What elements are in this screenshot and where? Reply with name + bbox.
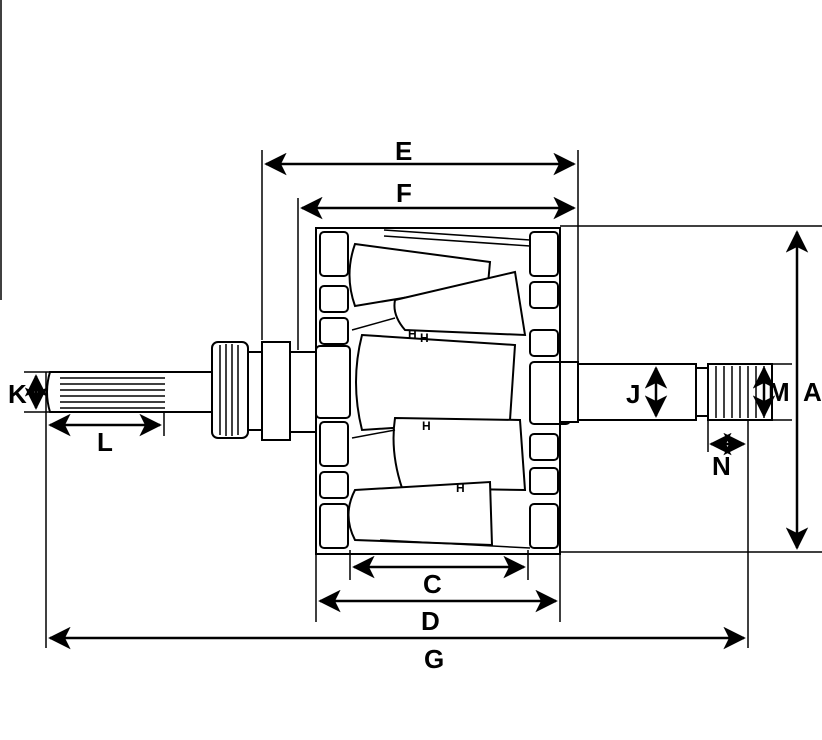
label-d: D: [421, 606, 440, 636]
extension-lines: [24, 150, 822, 648]
claw-finger: [347, 480, 494, 547]
slip-ring-assembly: [211, 341, 317, 441]
rotor-body: H H H H: [315, 227, 571, 555]
label-e: E: [395, 136, 412, 166]
label-m: M: [768, 377, 790, 407]
label-n: N: [712, 451, 731, 481]
left-pole-teeth: [315, 231, 351, 549]
claw-finger: [392, 416, 527, 492]
pole-marking: H: [456, 481, 465, 495]
pole-marking: H: [408, 327, 417, 341]
label-l: L: [97, 427, 113, 457]
pole-marking: H: [422, 419, 431, 433]
label-c: C: [423, 569, 442, 599]
label-k: K: [8, 379, 27, 409]
label-f: F: [396, 178, 412, 208]
label-a: A: [803, 377, 822, 407]
claw-finger: [393, 270, 527, 337]
label-j: J: [626, 379, 640, 409]
dimension-arrows: [24, 152, 809, 650]
label-g: G: [424, 644, 444, 674]
claw-finger: [355, 333, 517, 432]
left-shaft: [46, 371, 213, 413]
pole-marking: H: [420, 331, 429, 345]
right-shaft: [559, 361, 773, 423]
